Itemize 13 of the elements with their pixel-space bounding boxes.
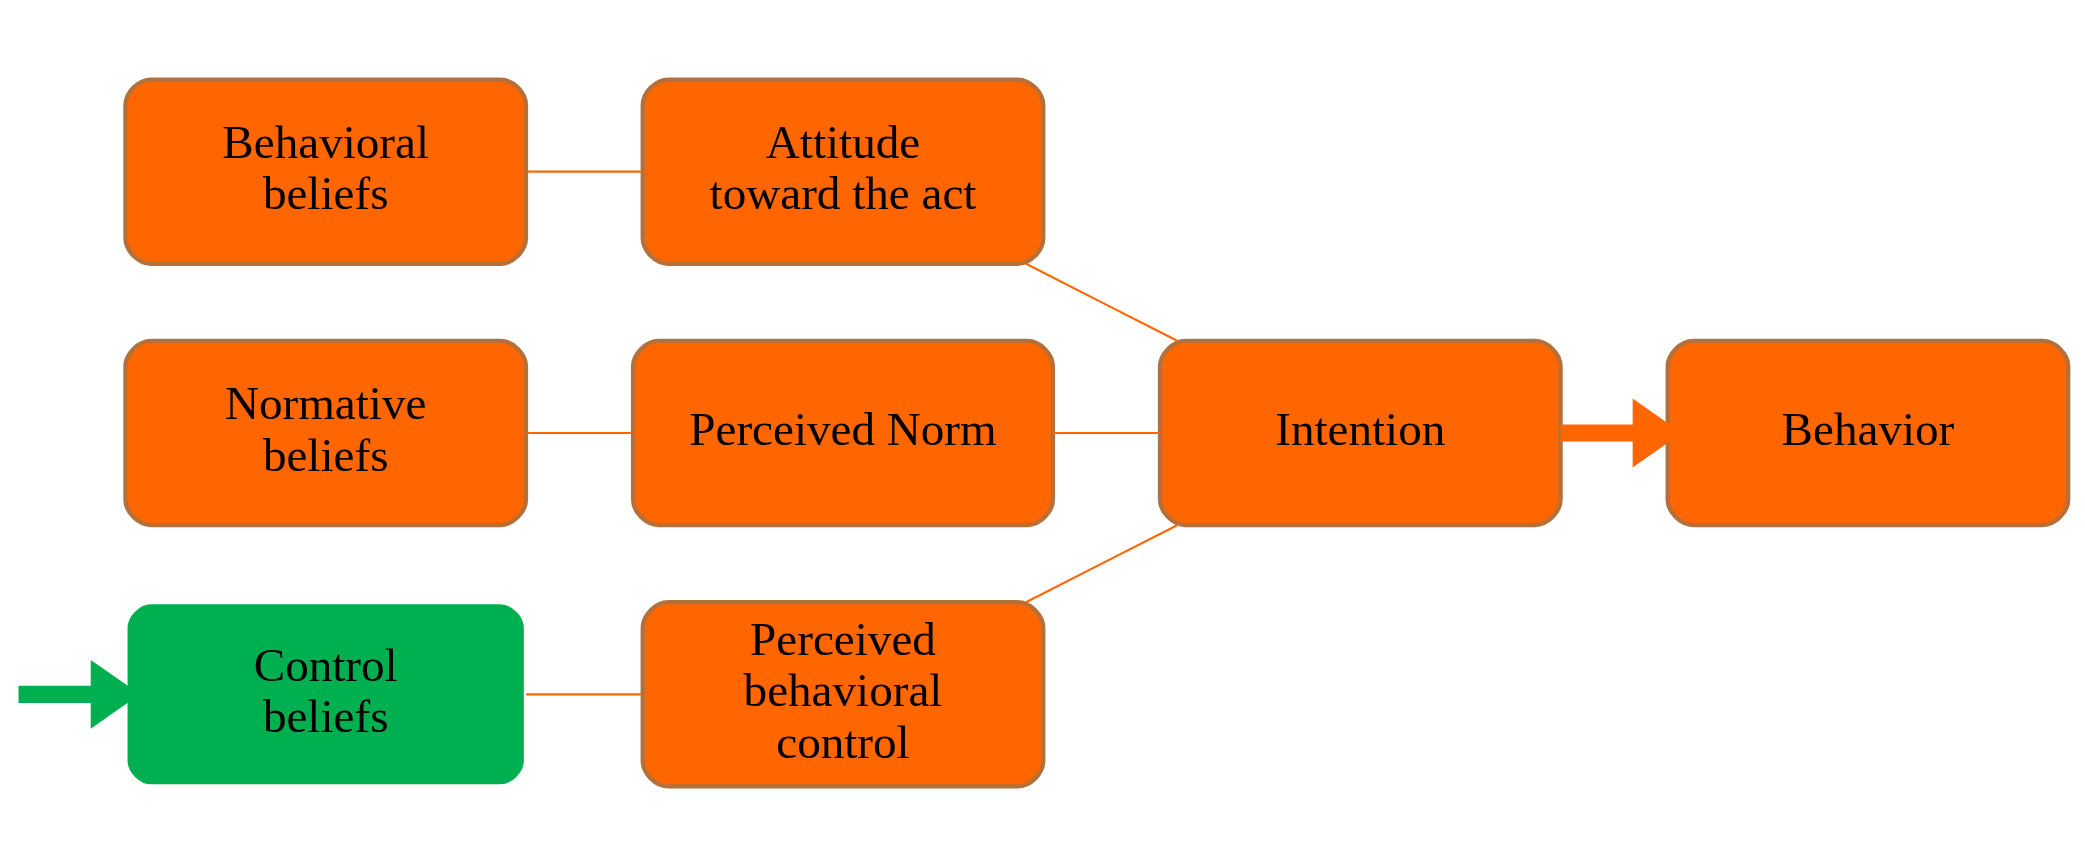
connector: [1025, 524, 1178, 604]
node-box: Perceived Norm: [630, 338, 1056, 528]
node-box: Behavior: [1665, 338, 2071, 528]
node-box: Attitude toward the act: [640, 77, 1046, 266]
connector: [526, 431, 633, 435]
connector: [526, 170, 643, 173]
connector: [526, 693, 643, 696]
node-box: Intention: [1157, 338, 1563, 528]
node-box: Behavioral beliefs: [123, 77, 529, 266]
connector: [1053, 431, 1160, 435]
node-box: Normative beliefs: [123, 338, 529, 528]
connector: [1025, 262, 1178, 342]
node-box: Perceived behavioral control: [640, 600, 1046, 789]
